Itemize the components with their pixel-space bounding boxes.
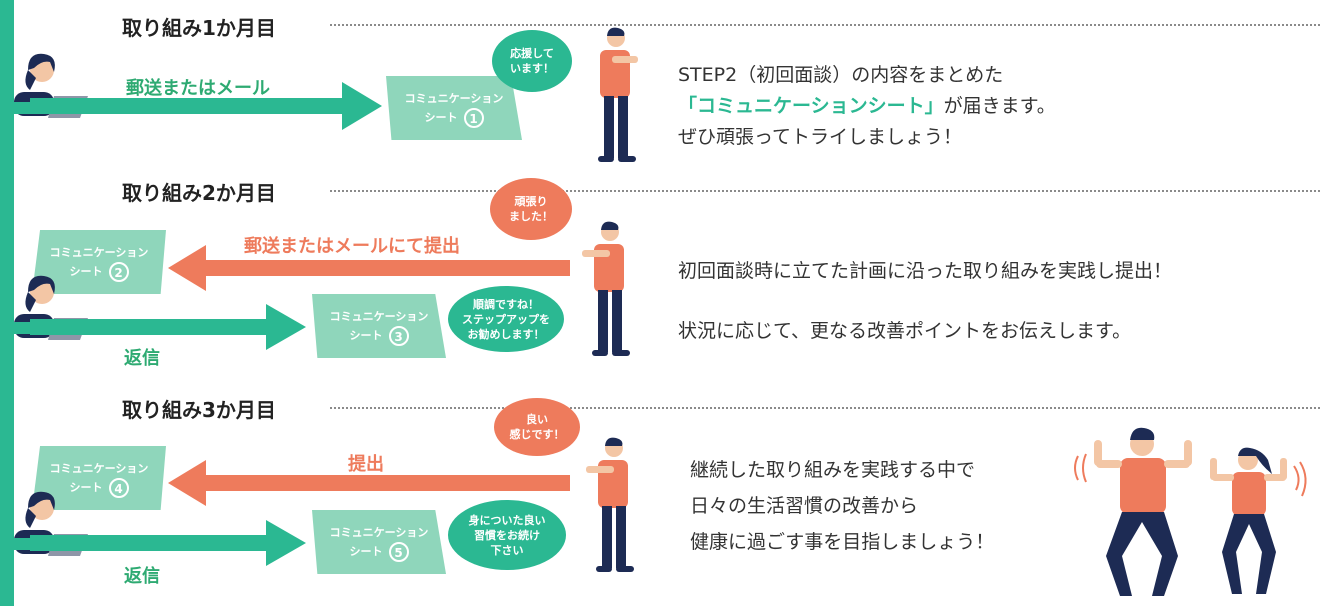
- month-2-title: 取り組み2か月目: [122, 181, 276, 205]
- timeline-line: [0, 0, 14, 606]
- card-label: シート: [69, 481, 103, 494]
- month-1-description: STEP2（初回面談）の内容をまとめた 「コミュニケーションシート」が届きます。…: [678, 64, 1056, 148]
- card-number: 2: [108, 262, 129, 282]
- speech-bubble-cheering: 応援して います！: [492, 30, 572, 92]
- submit-arrow-label: 提出: [348, 454, 384, 475]
- card-number: 5: [388, 542, 409, 562]
- person-icon: [586, 437, 634, 572]
- communication-sheet-card-5: コミュニケーション シート 5: [312, 510, 446, 574]
- communication-sheet-card-2: コミュニケーション シート 2: [32, 230, 166, 294]
- card-number: 3: [388, 326, 409, 346]
- card-label: シート: [424, 111, 458, 124]
- reply-arrow: [30, 304, 306, 350]
- cheering-people-illustration: [1074, 427, 1307, 596]
- month-3-title: 取り組み3か月目: [122, 398, 276, 422]
- timeline-stub: [0, 538, 30, 550]
- submit-arrow-label: 郵送またはメールにて提出: [244, 236, 460, 257]
- card-label: コミュニケーション: [49, 246, 149, 259]
- card-label: コミュニケーション: [329, 310, 429, 323]
- communication-sheet-card-4: コミュニケーション シート 4: [32, 446, 166, 510]
- send-arrow-label: 郵送またはメール: [126, 78, 270, 99]
- submit-arrow: [168, 245, 570, 291]
- month-3-divider: [330, 407, 1320, 409]
- month-2-divider: [330, 190, 1320, 192]
- card-label: コミュニケーション: [404, 92, 504, 105]
- reply-arrow-label: 返信: [124, 566, 160, 587]
- card-number: 4: [108, 478, 129, 498]
- speech-bubble-person: 良い 感じです！: [494, 398, 580, 456]
- card-number: 1: [463, 108, 484, 128]
- speech-bubble-staff: 身についた良い 習慣をお続け 下さい: [448, 500, 566, 570]
- highlight-text: 「コミュニケーションシート」: [678, 95, 944, 117]
- reply-arrow: [30, 520, 306, 566]
- month-3-description: 継続した取り組みを実践する中で 日々の生活習慣の改善から 健康に過ごす事を目指し…: [690, 459, 995, 553]
- month-2-description-line-1: 初回面談時に立てた計画に沿った取り組みを実践し提出！: [678, 260, 1173, 282]
- card-label: コミュニケーション: [329, 526, 429, 539]
- card-label: シート: [349, 545, 383, 558]
- communication-sheet-card-1: コミュニケーション シート 1: [386, 76, 522, 140]
- month-2-description-line-2: 状況に応じて、更なる改善ポイントをお伝えします。: [678, 320, 1132, 342]
- speech-bubble-person: 頑張り ました！: [490, 178, 572, 240]
- communication-sheet-card-3: コミュニケーション シート 3: [312, 294, 446, 358]
- send-arrow: [30, 82, 382, 130]
- card-label: シート: [69, 265, 103, 278]
- month-1-divider: [330, 24, 1320, 26]
- person-icon: [582, 221, 630, 356]
- timeline-stub: [0, 102, 30, 114]
- card-label: シート: [349, 329, 383, 342]
- timeline-stub: [0, 322, 30, 334]
- reply-arrow-label: 返信: [124, 348, 160, 369]
- card-label: コミュニケーション: [49, 462, 149, 475]
- person-icon: [598, 27, 638, 162]
- submit-arrow: [168, 460, 570, 506]
- speech-bubble-staff: 順調ですね！ ステップアップを お勧めします！: [448, 286, 564, 352]
- month-1-title: 取り組み1か月目: [122, 16, 276, 40]
